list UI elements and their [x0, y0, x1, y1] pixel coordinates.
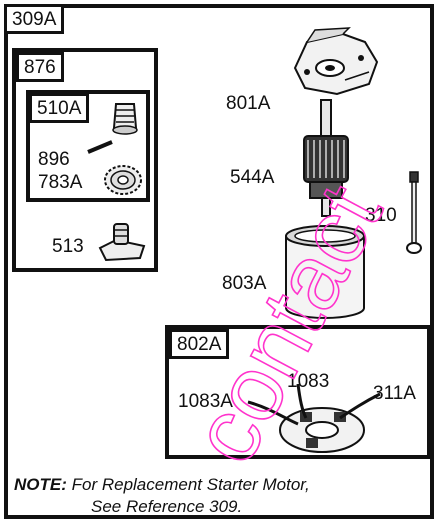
brush-plate-802a-drawing: [247, 383, 381, 453]
label-1083a: 1083A: [178, 391, 233, 412]
label-544a: 544A: [230, 167, 275, 188]
label-310: 310: [365, 205, 397, 226]
note: NOTE: For Replacement Starter Motor, See…: [14, 474, 310, 518]
kit-510a-label: 510A: [29, 93, 90, 123]
kit-510a-box: [26, 90, 150, 202]
kit-876-box: [12, 48, 158, 272]
kit-309a-frame: [4, 4, 434, 519]
label-801a: 801A: [226, 93, 271, 114]
through-bolt-310-drawing: [406, 171, 422, 254]
pin-896-drawing: [87, 140, 113, 154]
kit-802a-label: 802A: [169, 329, 230, 359]
label-896: 896: [38, 149, 70, 170]
watermark-text: contact: [173, 170, 402, 480]
kit-802a-box: [165, 325, 431, 459]
label-783a: 783A: [38, 172, 83, 193]
kit-309a-label: 309A: [4, 4, 65, 34]
label-513: 513: [52, 236, 84, 257]
end-cap-801a-drawing: [293, 27, 379, 96]
drive-nut-drawing: [112, 103, 138, 135]
label-311a: 311A: [373, 383, 416, 404]
contact-watermark: contact: [172, 169, 403, 480]
kit-876-label: 876: [16, 52, 64, 82]
note-line1: For Replacement Starter Motor,: [71, 475, 310, 494]
armature-544a-drawing: [303, 99, 349, 217]
housing-803a-drawing: [285, 225, 365, 319]
bracket-513-drawing: [98, 223, 146, 262]
label-803a: 803A: [222, 273, 267, 294]
note-prefix: NOTE:: [14, 475, 67, 494]
gear-783a-drawing: [104, 165, 142, 195]
note-line2: See Reference 309.: [91, 497, 243, 516]
